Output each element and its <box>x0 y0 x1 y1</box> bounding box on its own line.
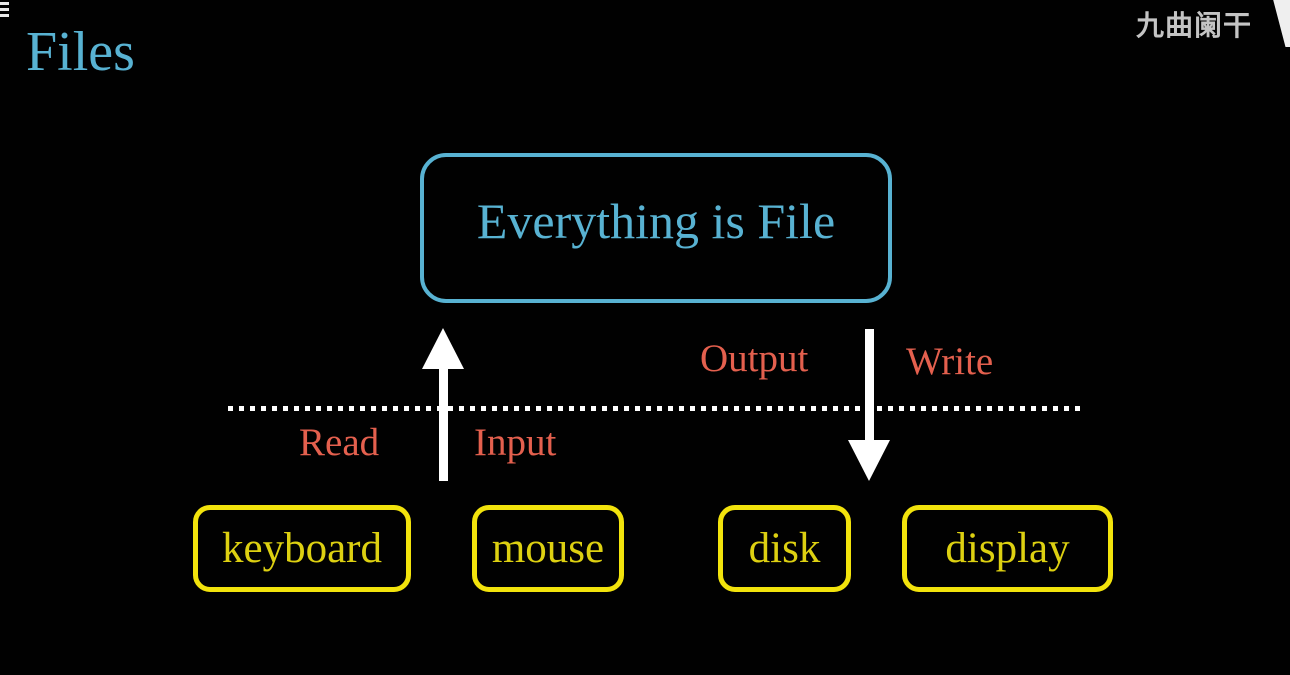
flow-label-read: Read <box>299 421 380 464</box>
up-arrow-shaft <box>439 360 448 481</box>
device-box-mouse: mouse <box>472 505 624 592</box>
flow-label-input: Input <box>474 421 557 464</box>
everything-is-file-box: Everything is File <box>420 153 892 303</box>
device-box-keyboard: keyboard <box>193 505 411 592</box>
device-label: disk <box>748 525 821 572</box>
watermark-text: 九曲阑干 <box>1136 10 1253 41</box>
down-arrow-icon <box>848 440 890 481</box>
watermark-logo-icon <box>1273 0 1290 47</box>
device-box-display: display <box>902 505 1113 592</box>
flow-label-write: Write <box>906 340 994 383</box>
device-label: display <box>945 525 1070 572</box>
device-box-disk: disk <box>718 505 851 592</box>
device-label: mouse <box>491 525 605 572</box>
page-title: Files <box>26 21 135 83</box>
device-label: keyboard <box>222 525 382 572</box>
corner-artifact-icon <box>0 2 9 17</box>
down-arrow-shaft <box>865 329 874 445</box>
everything-is-file-label: Everything is File <box>476 193 836 249</box>
kernel-boundary-dotted-line <box>228 406 1084 411</box>
flow-label-output: Output <box>700 337 809 380</box>
